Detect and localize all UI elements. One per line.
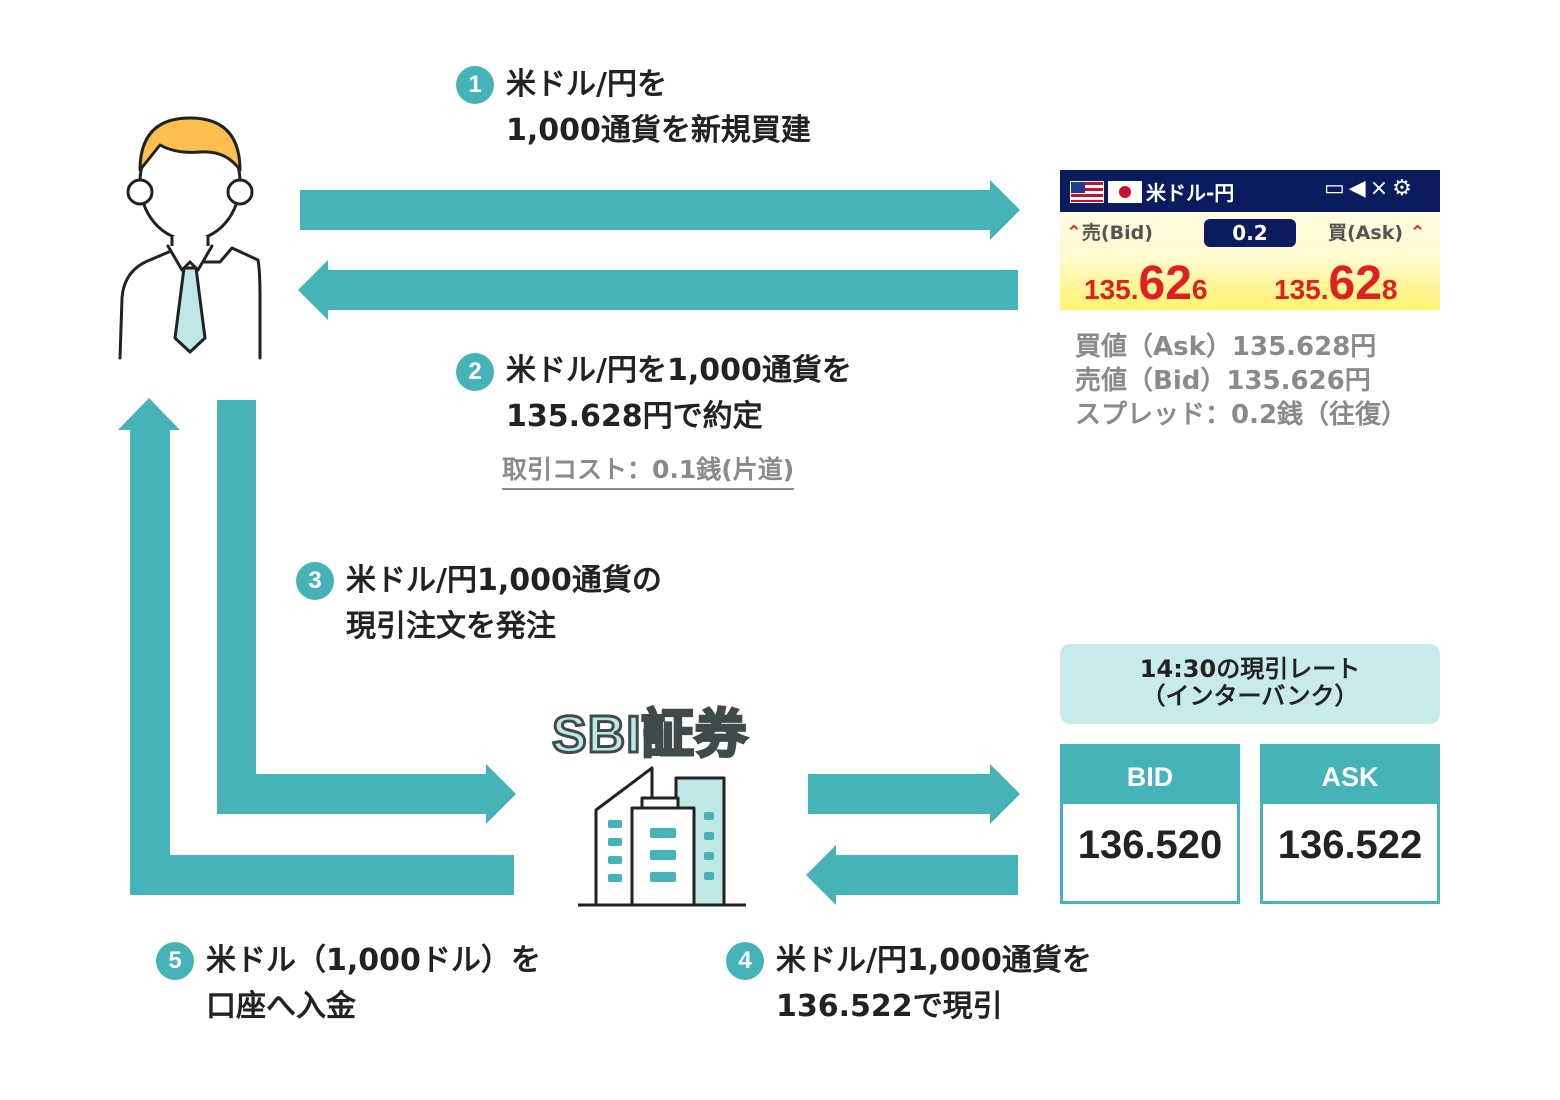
chart-icon[interactable]: ▭	[1324, 176, 1349, 201]
step-4-line1: 米ドル/円1,000通貨を	[776, 943, 1092, 978]
step-5-line1: 米ドル（1,000ドル）を	[206, 943, 541, 978]
spread-badge: 0.2	[1204, 219, 1296, 247]
bid-rate-label: BID	[1063, 747, 1237, 804]
step-3-badge: 3	[296, 562, 334, 600]
currency-pair: 米ドル-円	[1146, 181, 1235, 205]
step-1-line2: 1,000通貨を新規買建	[506, 113, 811, 148]
step-1-badge: 1	[456, 66, 494, 104]
step-3-line1: 米ドル/円1,000通貨の	[346, 563, 662, 598]
ask-rate-value: 136.522	[1277, 823, 1423, 867]
ask-price[interactable]: 135.628	[1274, 256, 1397, 311]
bid-label-text: 売(Bid)	[1081, 222, 1153, 244]
bid-price-pips: 62	[1138, 257, 1192, 310]
speaker-icon[interactable]: ◀×	[1348, 176, 1393, 201]
building-icon	[578, 766, 746, 907]
bid-rate-box: BID 136.520	[1060, 744, 1240, 904]
gear-icon[interactable]: ⚙	[1392, 176, 1416, 201]
ask-rate-box: ASK 136.522	[1260, 744, 1440, 904]
step-2-text: 米ドル/円を1,000通貨を 135.628円で約定	[506, 348, 852, 440]
step-2-badge: 2	[456, 353, 494, 391]
trade-cost-note: 取引コスト：0.1銭(片道)	[502, 450, 795, 490]
step-5-badge: 5	[156, 942, 194, 980]
rate-header: 14:30の現引レート （インターバンク）	[1060, 644, 1440, 724]
sbi-logo: SBI証券	[551, 705, 749, 766]
ask-price-pips: 62	[1328, 257, 1382, 310]
bid-price-head: 135.	[1084, 274, 1139, 305]
ask-label-text: 買(Ask)	[1328, 222, 1404, 244]
rate-widget-body: ⌃売(Bid) 0.2 買(Ask) ⌃ 135.626 135.628	[1060, 212, 1440, 310]
step-1-line1: 米ドル/円を	[506, 67, 667, 102]
step-2-line1: 米ドル/円を1,000通貨を	[506, 353, 852, 388]
bid-price[interactable]: 135.626	[1084, 256, 1207, 311]
bid-note: 売値（Bid）135.626円	[1075, 366, 1371, 396]
step-5-text: 米ドル（1,000ドル）を 口座へ入金	[206, 938, 541, 1030]
user-icon	[118, 116, 262, 360]
step-3-text: 米ドル/円1,000通貨の 現引注文を発注	[346, 558, 662, 650]
arrow-sbi-to-user	[118, 398, 514, 895]
us-flag-icon	[1070, 181, 1104, 203]
jp-flag-icon	[1108, 181, 1142, 203]
ask-price-fraction: 8	[1381, 274, 1398, 305]
arrow-order-to-market	[300, 180, 1020, 240]
price-notes: 買値（Ask）135.628円 売値（Bid）135.626円 スプレッド：0.…	[1075, 330, 1407, 432]
arrow-rate-to-sbi	[806, 845, 1018, 905]
rate-header-line2: （インターバンク）	[1141, 682, 1359, 710]
rate-widget: 米ドル-円 ▭◀×⚙ ⌃売(Bid) 0.2 買(Ask) ⌃ 135.626 …	[1060, 170, 1440, 310]
bid-price-fraction: 6	[1191, 274, 1208, 305]
rate-header-line1: 14:30の現引レート	[1139, 655, 1361, 683]
rate-widget-header: 米ドル-円 ▭◀×⚙	[1060, 170, 1440, 212]
step-4-badge: 4	[726, 942, 764, 980]
ask-label: 買(Ask) ⌃	[1328, 218, 1426, 245]
step-5-line2: 口座へ入金	[206, 989, 356, 1024]
bid-rate-value: 136.520	[1077, 823, 1223, 867]
bid-label: ⌃売(Bid)	[1066, 218, 1153, 245]
ask-note: 買値（Ask）135.628円	[1075, 332, 1377, 362]
step-2-line2: 135.628円で約定	[506, 399, 763, 434]
up-caret-icon: ⌃	[1066, 222, 1082, 244]
step-4-line2: 136.522で現引	[776, 989, 1003, 1024]
ask-rate-label: ASK	[1263, 747, 1437, 804]
step-1-text: 米ドル/円を 1,000通貨を新規買建	[506, 62, 811, 154]
step-3-line2: 現引注文を発注	[346, 609, 556, 644]
step-4-text: 米ドル/円1,000通貨を 136.522で現引	[776, 938, 1092, 1030]
arrow-execution-to-user	[298, 260, 1018, 320]
building-windows	[608, 812, 714, 882]
spread-note: スプレッド：0.2銭（往復）	[1075, 400, 1408, 430]
arrow-user-to-sbi	[217, 400, 516, 824]
widget-toolbar[interactable]: ▭◀×⚙	[1324, 176, 1416, 201]
arrow-sbi-to-rate	[808, 764, 1020, 824]
ask-price-head: 135.	[1274, 274, 1329, 305]
up-caret-icon: ⌃	[1403, 222, 1426, 244]
